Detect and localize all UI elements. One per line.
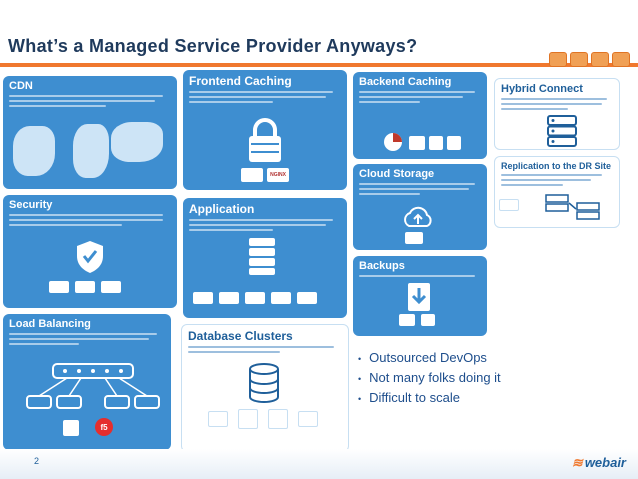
replication-title: Replication to the DR Site: [501, 161, 612, 171]
cdn-panel: CDN: [3, 76, 177, 189]
frontend-caching-description: [189, 91, 341, 103]
redis-logo: [429, 136, 443, 150]
bullet-text: Outsourced DevOps: [369, 350, 487, 365]
backend-caching-title: Backend Caching: [359, 76, 452, 88]
application-logo-1: [193, 292, 213, 304]
application-description: [189, 219, 341, 231]
cloud-storage-title: Cloud Storage: [359, 168, 435, 180]
shield-icon: [77, 241, 103, 273]
application-panel: Application: [183, 198, 347, 318]
frontend-caching-title: Frontend Caching: [189, 74, 292, 88]
page-number: 2: [34, 456, 40, 466]
bullet-item: •Not many folks doing it: [358, 370, 501, 385]
slide-title: What’s a Managed Service Provider Anyway…: [8, 36, 418, 56]
backend-caching-description: [359, 91, 481, 103]
nginx-logo: NGINX: [267, 168, 289, 182]
header-divider: [0, 63, 638, 67]
world-map-continent-americas: [13, 126, 55, 176]
hybrid-connect-title: Hybrid Connect: [501, 83, 583, 95]
replication-servers-icon: [545, 194, 600, 220]
lock-icon: [249, 118, 281, 162]
load-balancing-description: [9, 333, 165, 345]
security-title: Security: [9, 199, 53, 211]
brand-name: webair: [584, 455, 626, 470]
world-map-continent-asia: [111, 122, 163, 162]
replication-panel: Replication to the DR Site: [494, 156, 620, 228]
bullet-item: •Outsourced DevOps: [358, 350, 487, 365]
f5-logo: f5: [95, 418, 113, 436]
chart-icon: [549, 52, 567, 67]
replication-description: [501, 174, 613, 186]
database-vendor-logo-4: [298, 411, 318, 427]
database-vendor-logo-3: [268, 409, 288, 429]
zerto-logo: [499, 199, 519, 211]
cisco-logo: [101, 281, 121, 293]
database-clusters-panel: Database Clusters: [181, 324, 349, 452]
application-logo-2: [219, 292, 239, 304]
backend-caching-panel: Backend Caching: [353, 72, 487, 159]
bullet-text: Not many folks doing it: [369, 370, 501, 385]
bullet-text: Difficult to scale: [369, 390, 460, 405]
cloud-storage-logo: [405, 232, 423, 244]
database-vendor-logo-2: [238, 409, 258, 429]
frontend-caching-panel: Frontend Caching NGINX: [183, 70, 347, 190]
load-balancer-vendor-logo: [63, 420, 79, 436]
storage-icon: [612, 52, 630, 67]
cache-pie-icon: [384, 133, 402, 151]
security-vendor-logo-1: [49, 281, 69, 293]
load-balancing-title: Load Balancing: [9, 318, 91, 330]
mysql-logo: [208, 411, 228, 427]
gear-icon: [570, 52, 588, 67]
download-archive-icon: [408, 283, 430, 311]
header-icon-strip: [549, 52, 630, 67]
bullet-item: •Difficult to scale: [358, 390, 460, 405]
footer-band: [0, 449, 638, 479]
database-icon: [249, 363, 279, 403]
database-clusters-title: Database Clusters: [188, 329, 293, 343]
application-logo-4: [271, 292, 291, 304]
hybrid-connect-description: [501, 98, 613, 110]
backups-title: Backups: [359, 260, 405, 272]
cdn-panel-title: CDN: [9, 80, 33, 92]
varnish-logo: [241, 168, 263, 182]
backups-panel: Backups: [353, 256, 487, 336]
application-logo-5: [297, 292, 317, 304]
application-stack-icon: [249, 238, 275, 275]
security-panel: Security: [3, 195, 177, 308]
server-icon: [591, 52, 609, 67]
backup-vendor-logo-1: [399, 314, 415, 326]
cloud-upload-icon: [404, 206, 432, 227]
server-rack-icon: [547, 115, 577, 147]
webair-mark-icon: ≋: [571, 455, 583, 470]
security-vendor-logo-2: [75, 281, 95, 293]
load-balancer-diagram-icon: [26, 363, 160, 409]
webair-logo: ≋webair: [572, 455, 626, 471]
load-balancing-panel: Load Balancing f5: [3, 314, 171, 450]
cloud-storage-panel: Cloud Storage: [353, 164, 487, 250]
application-title: Application: [189, 202, 255, 216]
cloud-storage-description: [359, 183, 481, 195]
database-clusters-description: [188, 346, 342, 353]
application-logo-3: [245, 292, 265, 304]
backup-vendor-logo-2: [421, 314, 435, 326]
backups-description: [359, 275, 481, 277]
cdn-description: [9, 95, 171, 107]
security-description: [9, 214, 171, 226]
world-map-continent-europe-africa: [73, 124, 109, 178]
hybrid-connect-panel: Hybrid Connect: [494, 78, 620, 150]
couchbase-logo: [447, 136, 461, 150]
memcached-logo: [409, 136, 425, 150]
